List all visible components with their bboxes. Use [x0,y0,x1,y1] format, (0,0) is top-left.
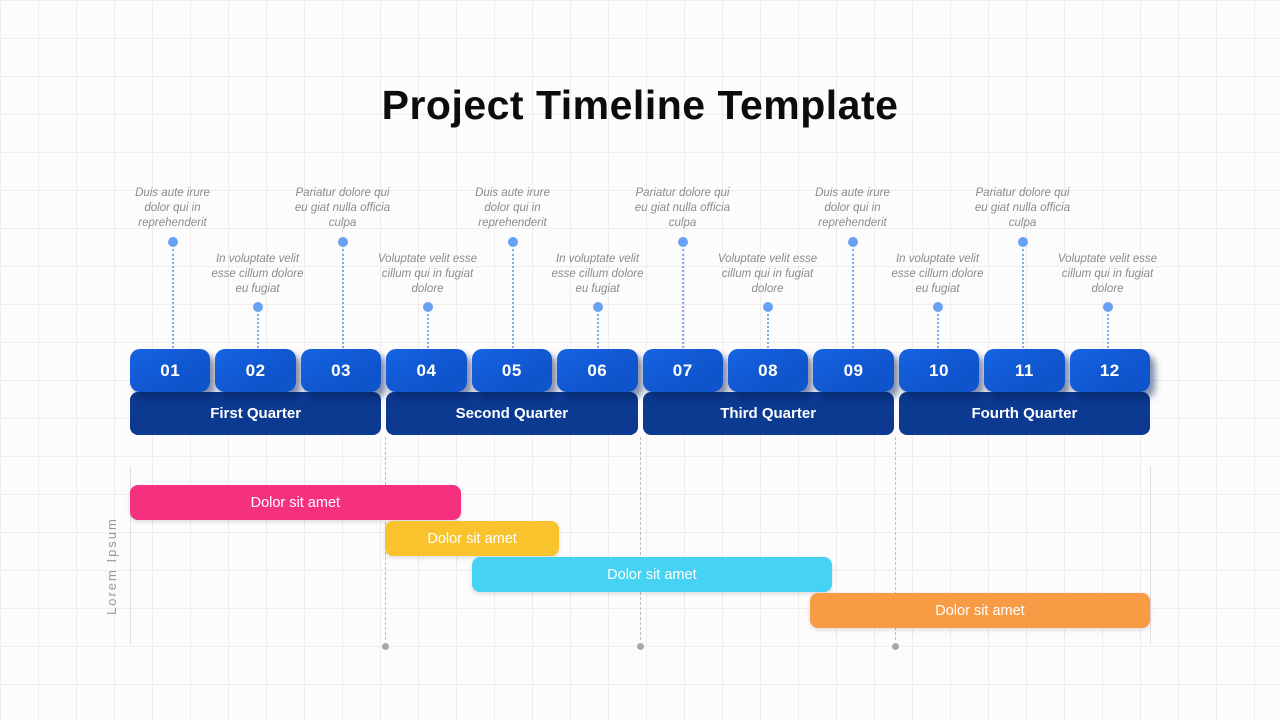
month-tile: 07 [642,349,723,392]
annotation-text: In voluptate velit esse cillum dolore eu… [551,253,644,296]
timeline-node-dot-icon [337,237,348,247]
month-number: 03 [331,360,352,380]
month-number: 08 [758,360,779,380]
annotation-text: Voluptate velit esse cillum qui in fugia… [717,253,818,296]
annotation-connector-line [596,314,599,348]
gantt-axis-label: Lorem Ipsum [104,517,119,615]
gantt-edge-line [130,466,131,644]
guide-end-dot-icon [382,643,389,650]
timeline-node-dot-icon [422,302,433,312]
timeline-node-dot-icon [762,302,773,312]
quarter-guide-line [640,437,641,640]
month-tiles-row: 04 05 06 [386,349,638,392]
gantt-bar-label: Dolor sit amet [427,530,517,547]
page-title: Project Timeline Template [381,82,899,128]
quarter-label: Fourth Quarter [971,405,1078,422]
annotation-text: Duis aute irure dolor qui in reprehender… [475,187,550,230]
quarter-label: Third Quarter [720,405,817,422]
timeline-node-dot-icon [252,302,263,312]
month-tiles-row: 10 11 12 [898,349,1151,392]
annotation-text: Pariatur dolore qui eu giat nulla offici… [974,187,1071,230]
quarter-bar: Second Quarter [386,392,638,435]
timeline-node-dot-icon [847,237,858,247]
quarter-bar: First Quarter [130,392,382,435]
annotation-connector-line [1106,314,1109,348]
annotation-text: Pariatur dolore qui eu giat nulla offici… [294,187,391,230]
month-tile: 01 [130,349,211,392]
timeline-node-dot-icon [592,302,603,312]
gantt-edge-line [1150,466,1151,644]
quarter-label: First Quarter [210,405,302,422]
gantt-bar: Dolor sit amet [471,557,833,592]
timeline-node-dot-icon [1102,302,1113,312]
annotation-connector-line [511,249,514,348]
annotation-connector-line [256,314,259,348]
month-number: 12 [1099,360,1120,380]
month-number: 07 [672,360,693,380]
guide-end-dot-icon [637,643,644,650]
month-tile: 02 [215,349,296,392]
month-tiles-row: 07 08 09 [642,349,894,392]
gantt-bar-label: Dolor sit amet [607,566,697,583]
month-tile: 03 [300,349,382,392]
annotation-text: Voluptate velit esse cillum qui in fugia… [377,253,478,296]
month-number: 06 [587,360,608,380]
annotation-text: Duis aute irure dolor qui in reprehender… [135,187,210,230]
month-tile: 12 [1069,349,1151,392]
month-number: 05 [501,360,522,380]
annotation-connector-line [341,249,344,348]
quarter-bar: Fourth Quarter [898,392,1150,435]
month-tile: 10 [898,349,980,392]
month-number: 02 [245,360,266,380]
annotation-connector-line [766,314,769,348]
month-tile: 05 [471,349,553,392]
annotation-text: In voluptate velit esse cillum dolore eu… [211,253,304,296]
month-number: 01 [160,360,181,380]
annotation-connector-line [171,249,174,348]
quarter-bar: Third Quarter [642,392,894,435]
month-tile: 09 [813,349,894,392]
annotation-text: Duis aute irure dolor qui in reprehender… [815,187,890,230]
month-tile: 06 [557,349,638,392]
month-number: 11 [1014,360,1034,380]
month-number: 10 [929,360,949,380]
annotation-connector-line [426,314,429,348]
timeline-node-dot-icon [677,237,688,247]
month-number: 04 [416,360,437,380]
annotation-text: In voluptate velit esse cillum dolore eu… [891,253,984,296]
annotation-text: Pariatur dolore qui eu giat nulla offici… [634,187,731,230]
month-tile: 11 [984,349,1065,392]
month-tile: 08 [727,349,809,392]
annotation-connector-line [681,249,684,348]
gantt-bar-label: Dolor sit amet [935,602,1025,619]
quarter-label: Second Quarter [455,405,569,422]
timeline-node-dot-icon [167,237,178,247]
month-tile: 04 [386,349,467,392]
month-tiles-row: 01 02 03 [130,349,382,392]
quarter-guide-line [895,437,896,640]
timeline-node-dot-icon [507,237,518,247]
month-number: 09 [843,360,864,380]
gantt-bar-label: Dolor sit amet [250,494,341,511]
annotation-connector-line [936,314,939,348]
timeline-node-dot-icon [1017,237,1028,247]
gantt-bar: Dolor sit amet [810,593,1150,628]
gantt-bar: Dolor sit amet [385,521,560,556]
guide-end-dot-icon [892,643,899,650]
annotation-connector-line [851,249,854,348]
annotation-connector-line [1021,249,1024,348]
timeline-node-dot-icon [932,302,943,312]
gantt-bar: Dolor sit amet [130,485,461,520]
annotation-text: Voluptate velit esse cillum qui in fugia… [1057,253,1158,296]
